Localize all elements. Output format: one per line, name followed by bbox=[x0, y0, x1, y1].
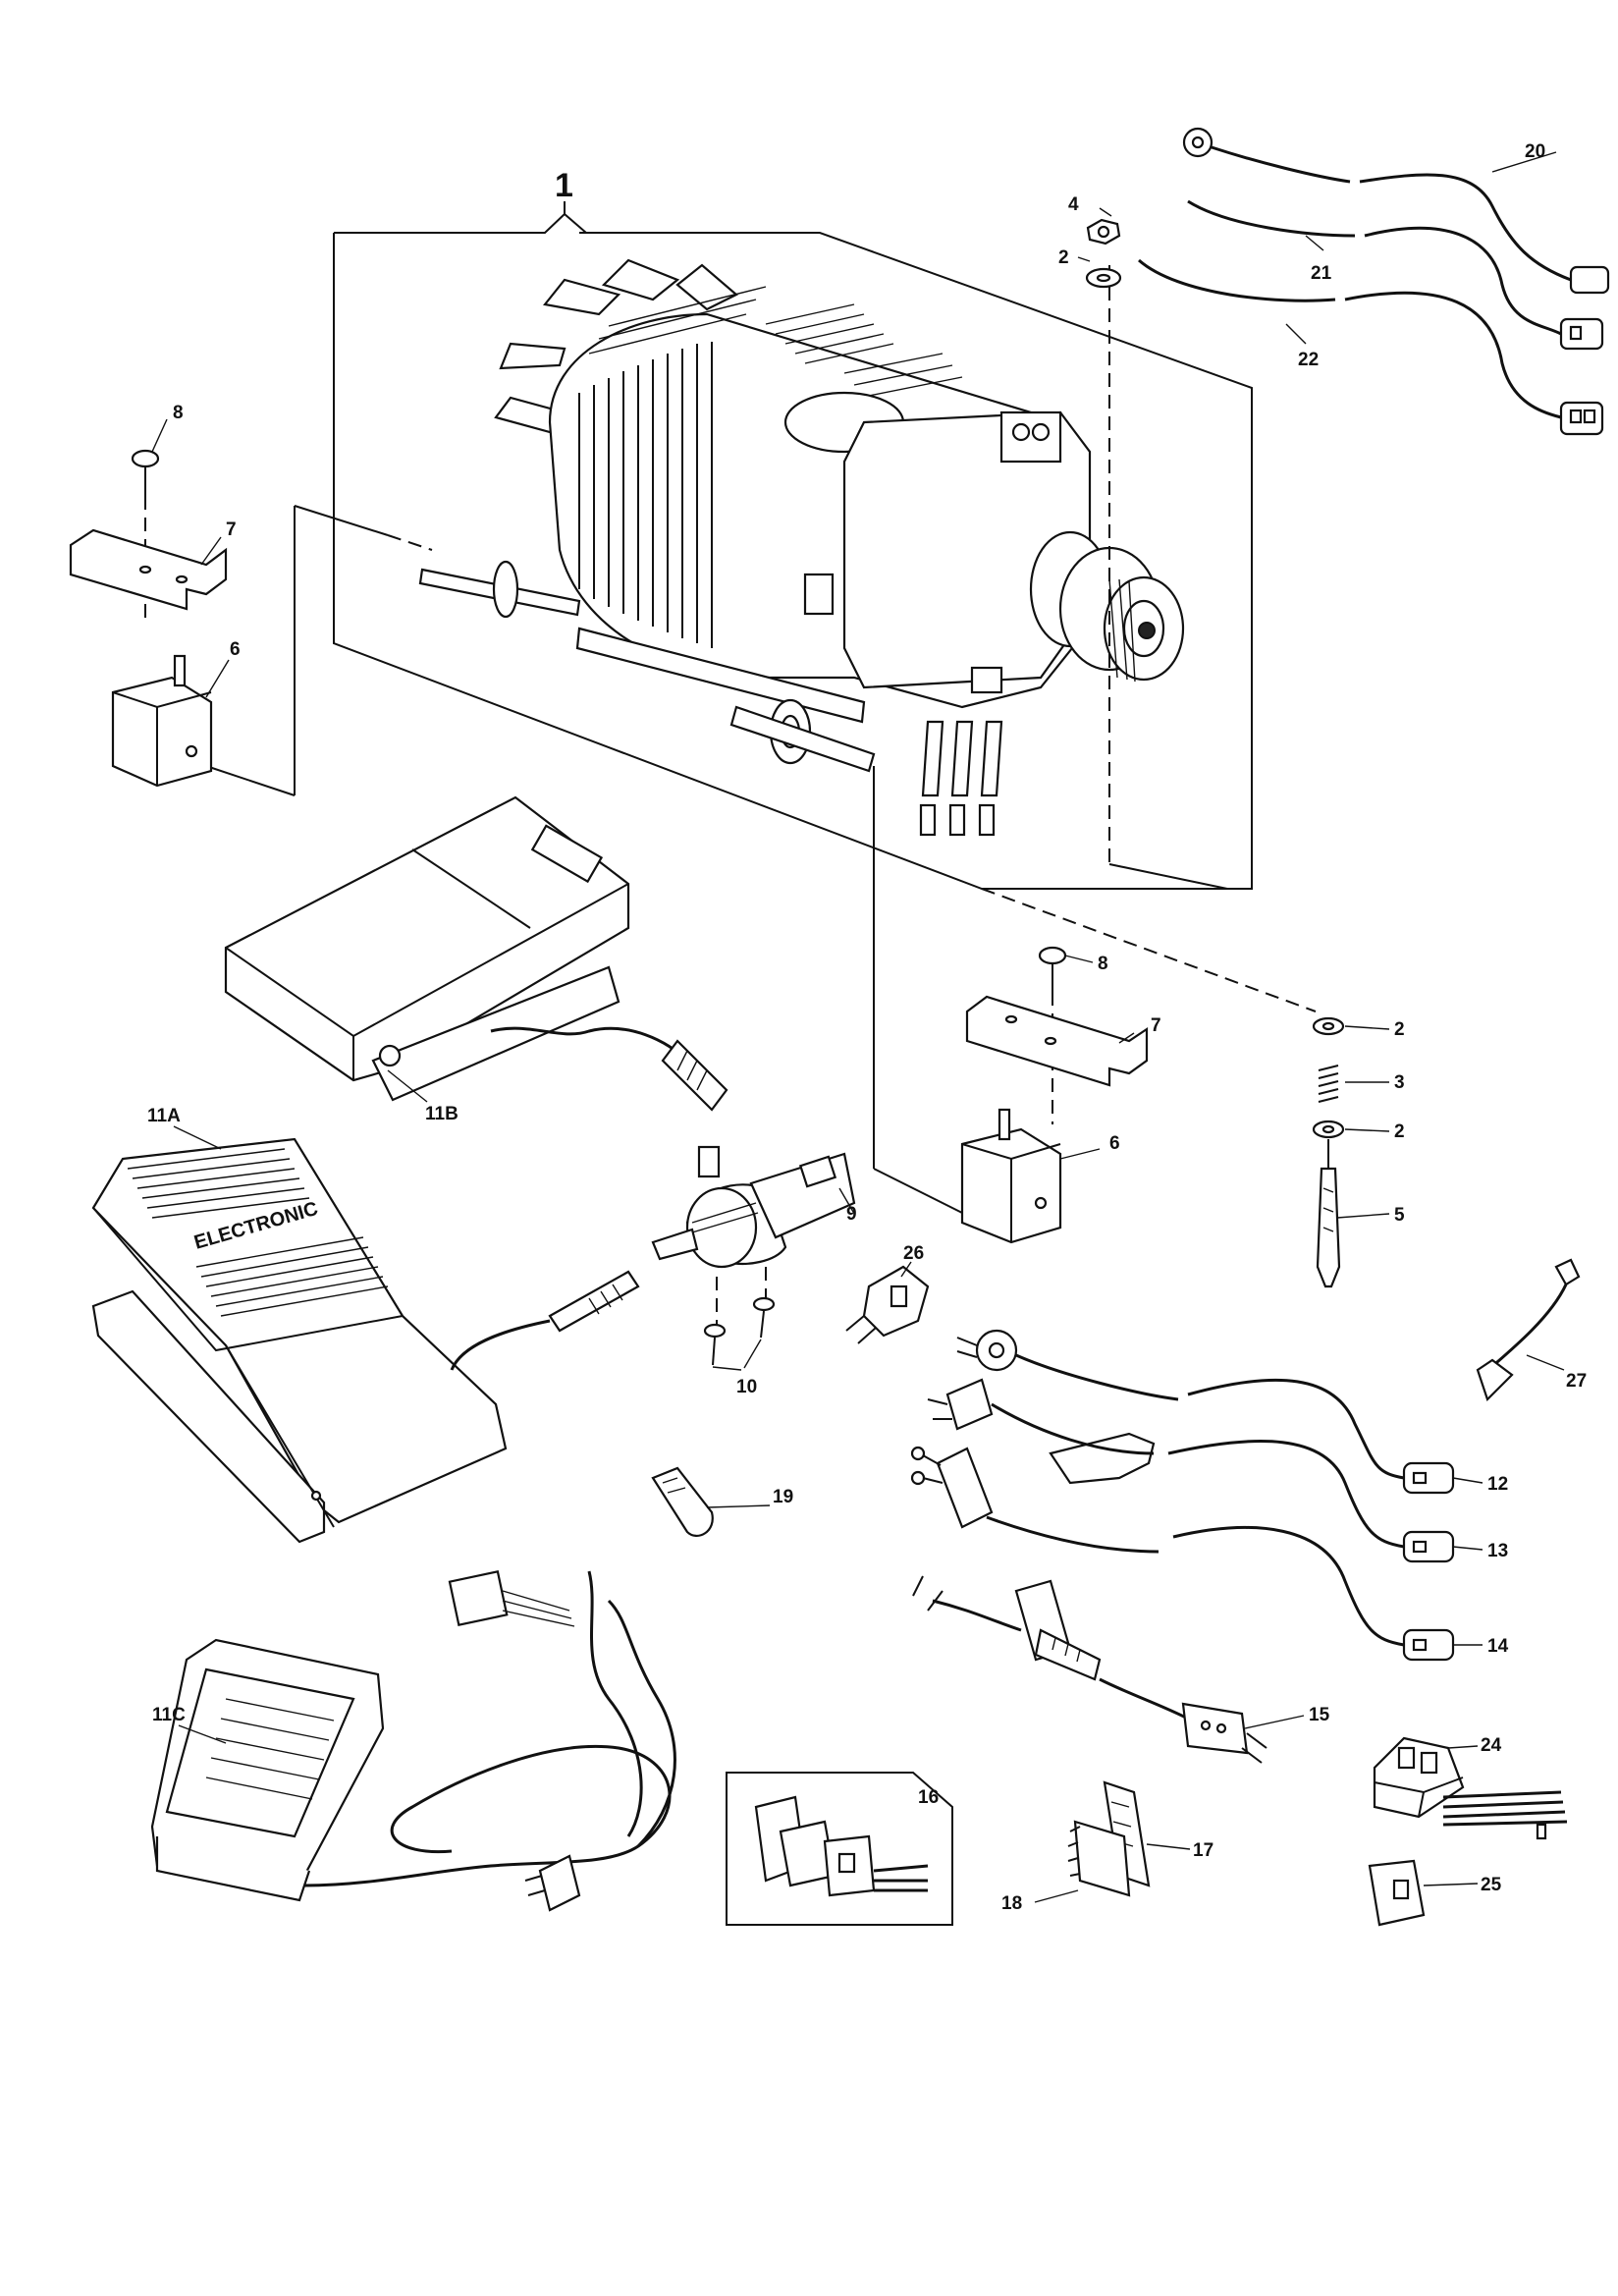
label-27: 27 bbox=[1566, 1371, 1587, 1392]
switch-part-25 bbox=[1368, 1859, 1426, 1927]
cap-part-19 bbox=[651, 1466, 714, 1537]
label-4: 4 bbox=[1068, 194, 1079, 215]
brush-part-5 bbox=[1316, 1139, 1341, 1288]
label-20: 20 bbox=[1525, 141, 1545, 162]
part-labels: 1 4 2 20 21 22 8 7 6 8 7 6 2 3 2 5 11B 1… bbox=[147, 141, 1587, 1914]
nut-part-4 bbox=[1086, 218, 1121, 246]
motor-terminals bbox=[919, 720, 1003, 837]
switch-part-18 bbox=[1067, 1820, 1131, 1897]
label-7-mid: 7 bbox=[1151, 1015, 1161, 1036]
label-8-mid: 8 bbox=[1098, 954, 1108, 974]
label-12: 12 bbox=[1487, 1474, 1508, 1495]
washer-part-2-top bbox=[1085, 267, 1122, 289]
screw-part-10-left bbox=[703, 1277, 727, 1366]
label-5: 5 bbox=[1394, 1205, 1405, 1226]
label-2-right-upper: 2 bbox=[1394, 1019, 1405, 1040]
label-11b: 11B bbox=[425, 1104, 458, 1124]
screw-part-10-right bbox=[752, 1267, 776, 1339]
label-11a: 11A bbox=[147, 1106, 181, 1126]
power-cord-part-14 bbox=[910, 1446, 1455, 1662]
lead-wire-part-21 bbox=[1187, 199, 1604, 351]
foot-control-part-11b bbox=[224, 795, 728, 1112]
foot-control-part-11c bbox=[150, 1569, 676, 1912]
label-18: 18 bbox=[1001, 1893, 1022, 1914]
label-11c: 11C bbox=[152, 1705, 186, 1725]
label-8-left: 8 bbox=[173, 403, 184, 423]
motor-assembly-bracket-outline bbox=[333, 201, 1253, 890]
label-6-left: 6 bbox=[230, 639, 241, 660]
bracket-part-7-mid bbox=[965, 995, 1149, 1087]
pedal-grip-texture bbox=[127, 1148, 389, 1317]
power-cord-part-13 bbox=[927, 1378, 1455, 1563]
lamination-stack bbox=[578, 286, 767, 648]
pulley bbox=[1029, 530, 1185, 683]
label-2-top: 2 bbox=[1058, 247, 1069, 268]
callout-leaders bbox=[151, 151, 1565, 1903]
label-9: 9 bbox=[846, 1204, 857, 1225]
foot-control-part-11a: ELECTRONIC bbox=[91, 1137, 640, 1544]
label-21: 21 bbox=[1311, 263, 1332, 284]
power-cord-part-12 bbox=[956, 1329, 1455, 1495]
label-2-right-lower: 2 bbox=[1394, 1121, 1405, 1142]
brush-holder-part-6-mid bbox=[960, 1108, 1062, 1244]
label-13: 13 bbox=[1487, 1541, 1508, 1561]
washer-part-2-right-upper bbox=[1312, 1016, 1345, 1036]
connector-part-15 bbox=[912, 1575, 1267, 1764]
label-10: 10 bbox=[736, 1377, 757, 1397]
spring-part-3 bbox=[1318, 1065, 1339, 1103]
label-24: 24 bbox=[1481, 1735, 1502, 1756]
label-22: 22 bbox=[1298, 350, 1319, 370]
brush-holder-part-6-left bbox=[111, 654, 213, 788]
bracket-part-7-left bbox=[69, 528, 228, 611]
label-19: 19 bbox=[773, 1487, 793, 1507]
washer-part-2-right-lower bbox=[1312, 1120, 1345, 1139]
motor-shaft bbox=[418, 560, 876, 773]
label-16: 16 bbox=[918, 1787, 939, 1808]
connector-part-24 bbox=[1373, 1736, 1568, 1840]
label-3: 3 bbox=[1394, 1072, 1405, 1093]
label-26: 26 bbox=[903, 1243, 924, 1264]
pedal-stipple bbox=[205, 1698, 335, 1800]
label-17: 17 bbox=[1193, 1840, 1214, 1861]
label-25: 25 bbox=[1481, 1875, 1502, 1895]
screw-pointer-lines-10 bbox=[712, 1339, 762, 1371]
cord-retainer-part-27 bbox=[1476, 1258, 1581, 1402]
controller-part-9 bbox=[651, 1145, 856, 1269]
label-15: 15 bbox=[1309, 1705, 1330, 1725]
label-14: 14 bbox=[1487, 1636, 1509, 1657]
adapter-plug-part-26 bbox=[845, 1265, 930, 1344]
lead-wire-part-20 bbox=[1182, 127, 1610, 295]
label-7-left: 7 bbox=[226, 519, 237, 540]
motor bbox=[418, 258, 1185, 837]
lead-wire-part-22 bbox=[1138, 258, 1604, 436]
label-1: 1 bbox=[555, 167, 573, 204]
plate-assembly-part-16 bbox=[726, 1772, 953, 1926]
assembly-leader-lines bbox=[205, 265, 1317, 1214]
screw-part-8-left bbox=[131, 449, 160, 619]
label-6-mid: 6 bbox=[1109, 1133, 1120, 1154]
